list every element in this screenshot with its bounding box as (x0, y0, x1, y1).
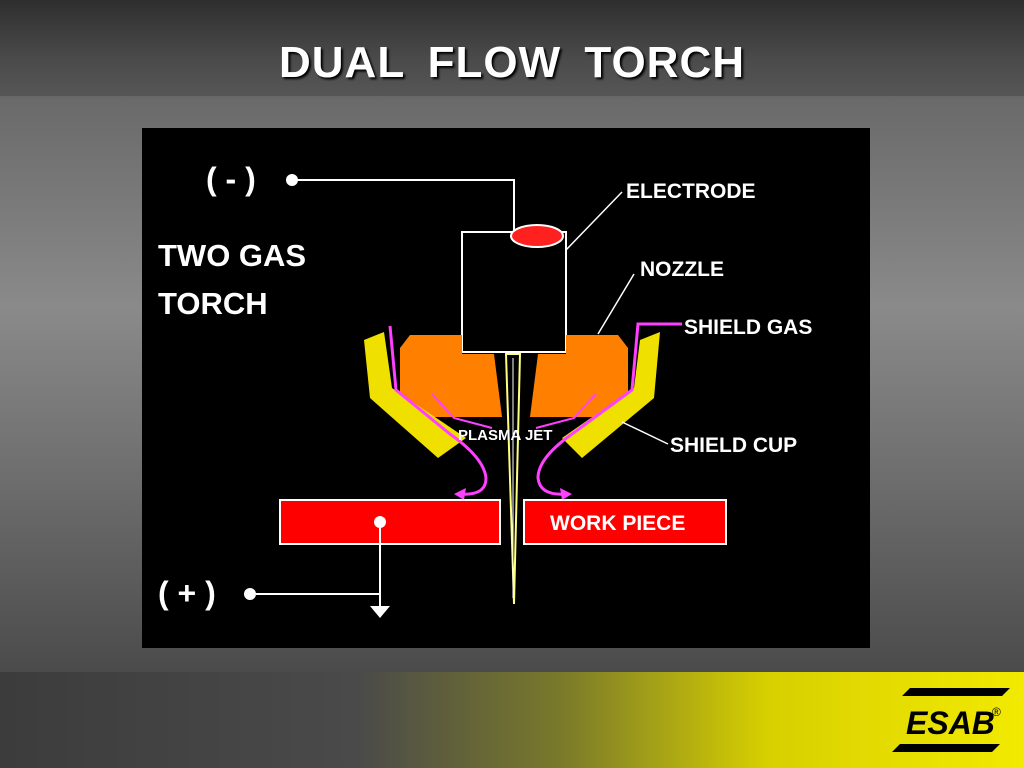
shield-gas-flow-left (388, 325, 488, 496)
electrode-leader (565, 191, 623, 251)
nozzle-gas-flow-left (431, 393, 493, 429)
negative-terminal-dot (286, 174, 298, 186)
logo-wordmark: ESAB (906, 705, 995, 741)
electrode-label: ELECTRODE (626, 180, 756, 203)
slide-title: DUAL FLOW TORCH (279, 38, 745, 87)
work-piece-label: WORK PIECE (550, 512, 685, 535)
work-piece-right (523, 499, 727, 545)
esab-logo: ESAB ® (892, 688, 1010, 752)
logo-stripe-top (902, 688, 1010, 696)
plasma-jet (504, 353, 522, 605)
nozzle-label: NOZZLE (640, 258, 724, 281)
torch-title-line2: TORCH (158, 286, 268, 321)
logo-registered-mark: ® (992, 705, 1001, 719)
positive-contact-dot (374, 516, 386, 528)
nozzle-gas-flow-right (535, 393, 597, 429)
plasma-jet-label: PLASMA JET (458, 427, 552, 444)
nozzle-right (530, 335, 628, 417)
shield-cup-right (562, 332, 660, 458)
shield-gas-label: SHIELD GAS (684, 316, 812, 339)
torch-diagram: ( - ) TWO GAS TORCH ELECTRODE NOZZLE SHI… (142, 128, 870, 648)
nozzle-left (400, 335, 502, 417)
positive-terminal-dot (244, 588, 256, 600)
torch-title-line1: TWO GAS (158, 238, 306, 273)
negative-terminal-label: ( - ) (206, 161, 256, 197)
negative-wire (298, 179, 515, 232)
positive-terminal-label: ( + ) (158, 575, 216, 611)
logo-stripe-bottom (892, 744, 1000, 752)
header-band (0, 0, 1024, 96)
work-piece-left (279, 499, 501, 545)
electrode-body (461, 231, 567, 353)
shield-cup-label: SHIELD CUP (670, 434, 797, 457)
electrode-tip (510, 224, 564, 248)
shield-gas-flow-right (536, 322, 682, 496)
ground-arrow (370, 606, 390, 618)
arrowhead-left (454, 488, 466, 500)
nozzle-leader (597, 273, 635, 335)
footer-band (0, 672, 1024, 768)
shield-cup-leader (621, 421, 669, 445)
arrowhead-right (560, 488, 572, 500)
